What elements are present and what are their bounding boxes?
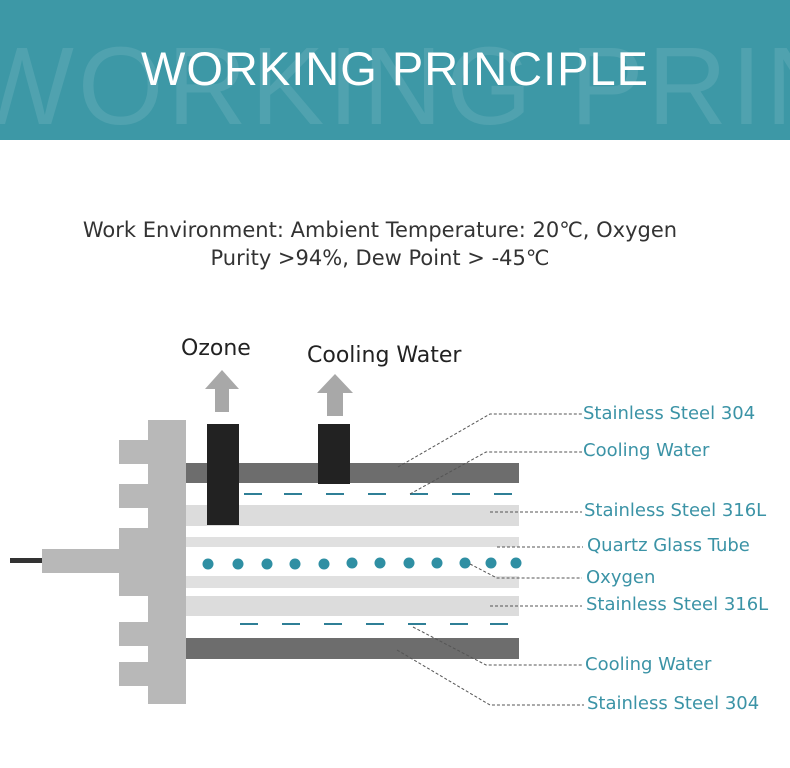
oxygen-dots [202, 557, 522, 570]
cooling-water-outlet-label: Cooling Water [307, 343, 462, 368]
callout-cooling-water-top: Cooling Water [583, 440, 710, 461]
callout-oxygen: Oxygen [586, 567, 656, 588]
quartz-glass-tube-bottom [186, 576, 519, 588]
leader-lines [396, 413, 584, 706]
quartz-glass-tube-top [186, 537, 519, 547]
page-title: WORKING PRINCIPLE [141, 42, 649, 95]
callout-stainless-steel-304-top: Stainless Steel 304 [583, 403, 756, 424]
power-lead [10, 558, 42, 563]
header-banner: WORKING PRINCIPLE WORKING PRINCIPLE [0, 0, 790, 140]
cooling-water-up-arrow-icon [317, 374, 353, 416]
callout-cooling-water-bottom: Cooling Water [585, 654, 712, 675]
outer-steel-304-top [186, 463, 519, 483]
banner-watermark: WORKING PRINCIPLE [0, 25, 790, 141]
callout-quartz-glass-tube: Quartz Glass Tube [587, 535, 750, 556]
callout-stainless-steel-316l-bottom: Stainless Steel 316L [586, 594, 769, 615]
cooling-water-outlet-connector [318, 424, 350, 484]
ozone-up-arrow-icon [205, 370, 239, 412]
steel-316l-bottom [186, 596, 519, 616]
work-environment-line-2: Purity >94%, Dew Point > -45℃ [210, 246, 550, 270]
steel-316l-top [186, 505, 519, 526]
electrode-connector [42, 549, 152, 573]
ozone-outlet-connector [207, 424, 239, 525]
callout-stainless-steel-304-bottom: Stainless Steel 304 [587, 693, 760, 714]
ozone-outlet-label: Ozone [181, 336, 251, 361]
end-flange [119, 420, 186, 704]
callout-stainless-steel-316l-top: Stainless Steel 316L [584, 500, 767, 521]
outer-steel-304-bottom [186, 638, 519, 659]
work-environment-line-1: Work Environment: Ambient Temperature: 2… [82, 218, 678, 242]
